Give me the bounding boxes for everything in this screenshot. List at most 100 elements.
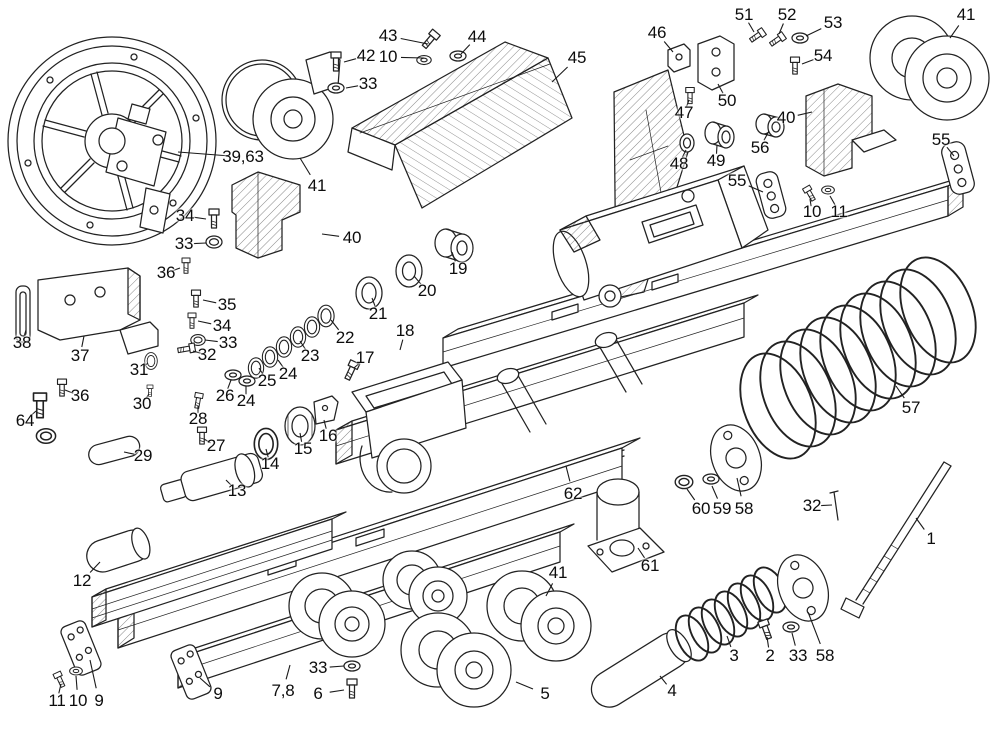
leader-line <box>736 477 742 497</box>
leader-line <box>663 41 674 53</box>
ribbed-bushing-15 <box>284 406 316 446</box>
leader-line <box>323 419 327 429</box>
leader-line <box>123 451 135 455</box>
leader-line <box>81 335 85 348</box>
leader-line <box>686 488 696 501</box>
bracket-box-18 <box>351 361 467 494</box>
leader-line <box>142 362 149 368</box>
leader-line <box>345 85 359 89</box>
flange-plate-lower <box>777 554 829 622</box>
bushing-49 <box>704 121 735 149</box>
leader-line <box>685 99 690 108</box>
leader-line <box>637 547 646 559</box>
leader-line <box>192 350 201 354</box>
axle-housing <box>552 165 769 308</box>
leader-line <box>225 479 233 487</box>
leader-line <box>807 611 821 645</box>
leader-line <box>172 267 181 272</box>
cylinder-12 <box>86 527 151 573</box>
leader-line <box>89 561 101 573</box>
leader-line <box>329 689 345 693</box>
leader-line <box>460 44 471 55</box>
flanged-bushing-61 <box>587 478 665 573</box>
leader-line <box>711 485 719 499</box>
leader-line <box>299 340 306 350</box>
leader-line <box>551 66 568 83</box>
plate-55-left <box>755 171 787 219</box>
leader-line <box>766 636 770 648</box>
bracket-50 <box>697 35 735 91</box>
leader-line <box>717 83 724 94</box>
leader-line <box>285 664 291 680</box>
clamp-16 <box>313 395 339 425</box>
leader-line <box>202 299 217 304</box>
leader-line <box>23 329 27 338</box>
leader-line <box>343 58 357 63</box>
leader-line <box>400 56 425 59</box>
leader-line <box>299 157 311 176</box>
leader-line <box>820 504 833 507</box>
leader-line <box>748 22 755 33</box>
leader-line <box>194 216 207 220</box>
leader-line <box>203 438 211 444</box>
leader-line <box>371 297 376 307</box>
bracket-40-left <box>231 171 301 259</box>
plate-55-right <box>941 141 975 195</box>
leader-line <box>353 362 361 369</box>
spindle-13 <box>159 452 264 503</box>
leader-line <box>791 632 796 646</box>
leader-line <box>258 367 264 376</box>
leader-line <box>329 665 345 668</box>
plate-9-right <box>170 644 212 700</box>
support-roller-right <box>869 15 990 121</box>
leader-line <box>64 389 74 394</box>
leader-line <box>227 379 232 389</box>
leader-line <box>144 393 150 400</box>
leader-line <box>451 251 456 262</box>
leader-line <box>193 242 207 245</box>
leader-line <box>177 151 231 157</box>
bushing-48 <box>679 133 695 153</box>
leader-line <box>809 198 812 207</box>
leader-line <box>681 149 687 158</box>
leader-line <box>75 675 78 690</box>
leader-line <box>763 130 770 141</box>
leader-line <box>565 465 571 482</box>
collar-20 <box>395 254 423 288</box>
pin-29 <box>88 435 141 466</box>
leader-line <box>89 659 97 689</box>
leader-line <box>949 25 960 39</box>
bushing-56 <box>755 113 785 138</box>
leader-line <box>797 111 813 116</box>
leader-line <box>726 635 732 648</box>
leader-line <box>748 185 764 193</box>
leader-line <box>265 448 269 458</box>
leader-line <box>801 59 814 65</box>
frame-channel-beam <box>91 511 347 628</box>
bushing-19 <box>434 228 474 263</box>
leader-line <box>805 28 822 37</box>
guard-plate <box>347 41 573 209</box>
leader-line <box>330 319 340 331</box>
leader-line <box>829 195 836 206</box>
flange-plate-upper <box>710 424 762 492</box>
leader-line <box>58 683 62 694</box>
leader-line <box>299 432 303 442</box>
support-roller-front <box>221 51 341 160</box>
cotter-pin <box>829 490 839 521</box>
clamp-37-38 <box>15 267 159 355</box>
leader-line <box>915 517 925 530</box>
leader-line <box>946 146 955 157</box>
leader-line <box>29 410 37 417</box>
leader-line <box>400 37 429 45</box>
leader-line <box>515 681 534 690</box>
leader-line <box>204 339 218 343</box>
leader-line <box>413 275 422 285</box>
track-rollers <box>288 550 592 708</box>
bracket-46 <box>667 43 691 73</box>
leader-line <box>321 233 340 237</box>
leader-line <box>545 583 554 597</box>
idler-wheel <box>7 36 217 246</box>
